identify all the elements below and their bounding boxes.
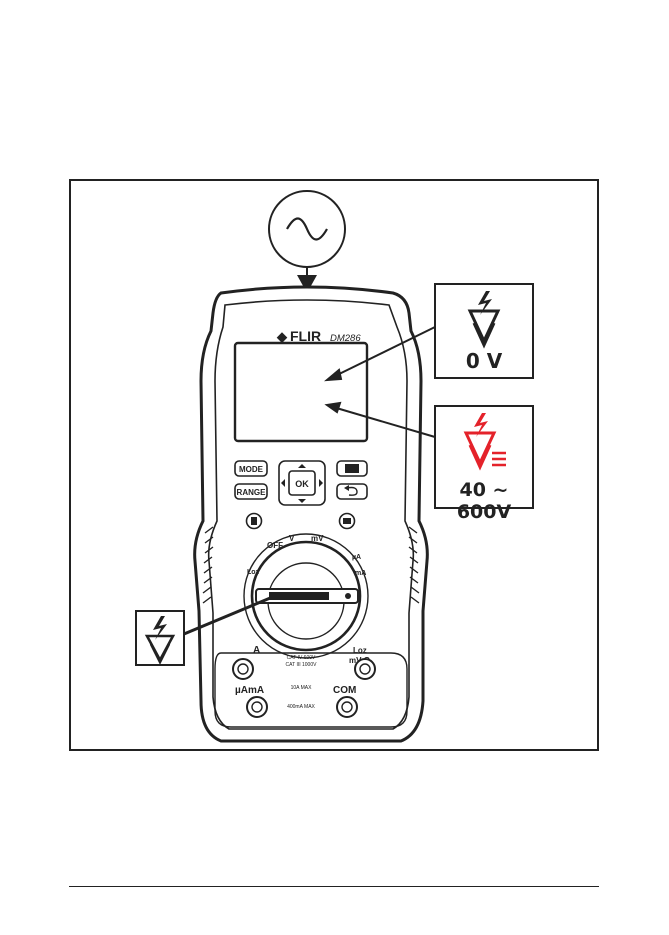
callout-range-volt: 40 ~ 600V (434, 405, 534, 509)
mode-button-label: MODE (239, 465, 264, 474)
callout-zero-volt: 0 V (434, 283, 534, 379)
dial-ma-label: mA (355, 570, 366, 577)
dial-loz-label: Loz (247, 569, 260, 576)
footer-rule (69, 886, 599, 887)
rotary-dial[interactable]: OFF V mV µA mA Loz (244, 534, 368, 658)
fuse-rating-1: 10A MAX (291, 685, 313, 691)
zero-volt-label: 0 V (436, 349, 532, 373)
dial-mv-label: mV (311, 534, 324, 543)
range-button[interactable]: RANGE (235, 484, 267, 499)
fuse-rating-2: 400mA MAX (287, 704, 315, 710)
bluetooth-button[interactable] (337, 461, 367, 476)
voltage-alert-icon (436, 411, 532, 477)
cat-rating-line2: CAT III 1000V (286, 662, 318, 668)
terminal-com-label: COM (333, 685, 356, 696)
terminal-loz-label: Loz (353, 646, 367, 655)
range-volt-label: 40 ~ 600V (436, 479, 532, 523)
back-button[interactable] (337, 484, 367, 499)
nav-pad[interactable]: OK (279, 461, 325, 505)
dial-ua-label: µA (352, 554, 361, 561)
dial-off-label: OFF (267, 541, 283, 550)
camera-button[interactable] (340, 514, 355, 529)
figure-frame: ◆ FLIR DM286 MODE RANGE OK (69, 179, 599, 751)
lcd-display (235, 343, 367, 441)
range-button-label: RANGE (237, 488, 267, 497)
callout-dial-indicator (135, 610, 185, 666)
voltage-alert-icon (137, 612, 183, 664)
flashlight-button[interactable] (247, 514, 262, 529)
dial-v-label: V (289, 534, 295, 543)
ac-sine-icon (269, 191, 345, 267)
ok-button-label: OK (295, 479, 309, 489)
voltage-alert-icon (436, 289, 532, 349)
svg-text:◆: ◆ (276, 329, 288, 344)
brand-name: FLIR (290, 328, 321, 344)
cat-rating-line1: CAT IV 600V (287, 655, 316, 661)
terminal-uama-label: µAmA (235, 685, 264, 696)
terminal-a-label: A (253, 645, 260, 656)
mode-button[interactable]: MODE (235, 461, 267, 476)
